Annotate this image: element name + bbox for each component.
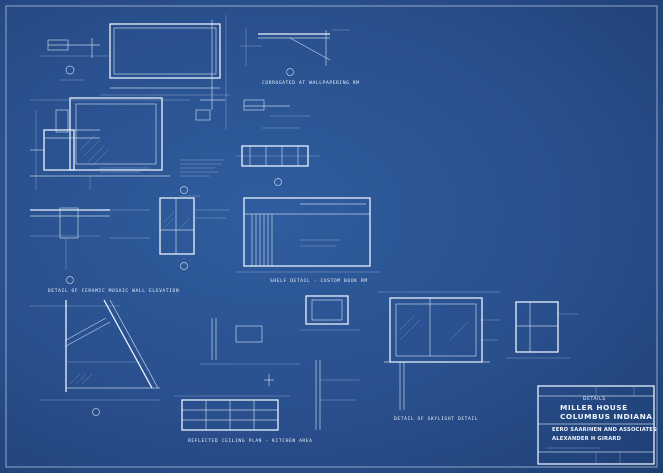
detail-shelf-section: SHELF DETAIL - CUSTOM BOOK RM: [236, 197, 380, 284]
detail-ceiling-elements: [200, 318, 300, 386]
detail-top-left-plan: [40, 38, 110, 81]
detail-corner-section: [159, 197, 230, 270]
caption-bottom-right: DETAIL OF SKYLIGHT DETAIL: [394, 416, 478, 422]
project-location: COLUMBUS INDIANA: [560, 412, 653, 421]
project-name: MILLER HOUSE: [560, 403, 628, 412]
detail-wall-elevation: DETAIL OF CERAMIC MOSAIC WALL ELEVATION: [30, 207, 179, 294]
caption-top-center: CORRUGATED AT WALLPAPERING RM: [262, 80, 360, 86]
detail-skylight-section: DETAIL OF SKYLIGHT DETAIL: [378, 291, 500, 422]
sheet-label: DETAILS: [583, 397, 606, 402]
detail-small-elevation: [243, 99, 310, 129]
detail-section-rail: [236, 145, 320, 186]
notes-block-left: [180, 159, 225, 197]
caption-center-middle: SHELF DETAIL - CUSTOM BOOK RM: [270, 278, 368, 284]
caption-bottom-center: REFLECTED CEILING PLAN - KITCHEN AREA: [188, 438, 313, 444]
detail-cantilever: CORRUGATED AT WALLPAPERING RM: [240, 28, 360, 86]
title-block-frame: [537, 385, 655, 465]
detail-large-section-left: [30, 97, 190, 190]
detail-edge-section: [506, 301, 578, 359]
detail-top-plan-rectangle: [100, 15, 230, 130]
detail-ceiling-plan: REFLECTED CEILING PLAN - KITCHEN AREA: [174, 395, 313, 444]
detail-framing-section: [300, 295, 360, 430]
sheet-border: [5, 5, 658, 468]
firm-name: EERO SAARINEN AND ASSOCIATES: [552, 427, 657, 433]
detail-angled-section: [30, 299, 160, 416]
architect-name: ALEXANDER H GIRARD: [552, 436, 622, 442]
caption-left-middle: DETAIL OF CERAMIC MOSAIC WALL ELEVATION: [48, 288, 179, 294]
